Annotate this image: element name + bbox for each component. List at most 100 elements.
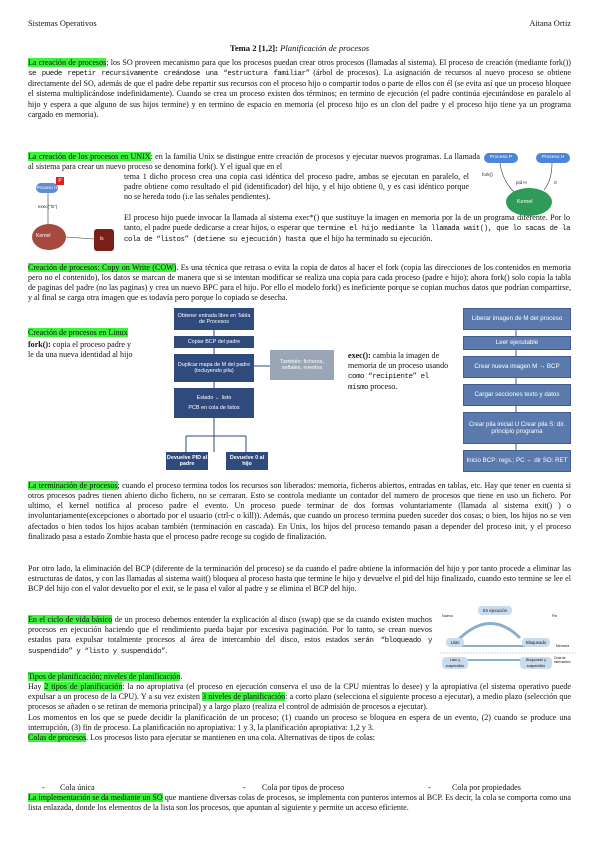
text: que mantiene diversas colas de procesos,… — [28, 793, 571, 813]
paragraph-unix: La creación de los procesos en UNIX: en … — [28, 152, 480, 172]
state-listo-suspendido: Listo y suspendido — [442, 657, 468, 669]
paragraph-linux: Creación de procesos en Linux — [28, 328, 188, 338]
ls-label: ls — [100, 236, 104, 242]
exec-box-pila: Crear pila inicial U Crear pila S: dir. … — [463, 412, 571, 444]
exec-bold: exec(): — [348, 351, 371, 360]
exec-box-cargar: Cargar secciones texto y datos — [463, 384, 571, 406]
text-mono: erán “bloqueado y suspendido” y “listo y… — [28, 637, 432, 657]
title-bold: Tema 2 [1,2]: — [229, 43, 279, 53]
kernel-label: Kernel — [36, 233, 51, 239]
text-mono: termine el hijo mediante la llamada wait… — [124, 225, 570, 245]
highlight-unix: La creación de los procesos en UNIX — [28, 152, 151, 161]
text: Hay — [28, 682, 45, 692]
text-mono: como “recipiente” el mismo — [348, 373, 429, 393]
text-mono: se puede repetir recursivamente creándos… — [28, 70, 310, 79]
exec-box-inicio: Inicio BCP: regs.; PC ← dir SO: RET — [463, 450, 571, 472]
ls-icon — [94, 229, 114, 251]
paragraph-cow: Creación de procesos: Copy on Write (COW… — [28, 263, 571, 304]
figure-fork-kernel: Proceso P Proceso H fork() pid H 0 Kerne… — [480, 150, 576, 218]
text: proceso. — [368, 382, 398, 392]
paragraph-eliminacion: Por otro lado, la eliminación del BCP (d… — [28, 564, 571, 594]
text: . — [180, 672, 183, 681]
page-header: Sistemas Operativos Aitana Ortiz — [28, 19, 571, 28]
text: de un proceso debemos entender la explic… — [28, 615, 432, 645]
figure-exec-flow: Liberar imagen de M del proceso Leer eje… — [463, 308, 573, 478]
exec-label: exec("ls") — [38, 204, 58, 209]
highlight-creacion: La creación de procesos — [28, 58, 107, 67]
paragraph-exec: exec(): cambia la imagen de memoria de u… — [348, 351, 450, 394]
highlight-ciclo: En el ciclo de vida básico — [28, 615, 113, 624]
bullet: - — [42, 783, 45, 792]
text: . Los procesos listo para ejecutar se ma… — [86, 732, 376, 742]
exec-arrows-icon — [515, 329, 517, 450]
state-arrows-icon — [440, 622, 576, 661]
highlight-linux: Creación de procesos en Linux — [28, 328, 128, 337]
highlight-planificacion: Tipos de planificación; niveles de plani… — [28, 672, 181, 681]
text: : en la familia Unix se distingue entre … — [28, 152, 481, 172]
highlight-terminacion: La terminación de procesos — [28, 481, 118, 490]
fork-bold: fork(): — [28, 340, 51, 349]
flow-box-tambien: También: ficheros, señales, eventos — [270, 350, 334, 380]
paragraph-ciclo-vida: En el ciclo de vida básico de un proceso… — [28, 615, 432, 658]
text: : la no apropiativa (el proceso en ejecu… — [28, 682, 571, 702]
text: ; cuando el proceso termina todos los re… — [28, 481, 571, 541]
arrows-icon — [499, 162, 553, 193]
bullet: - — [243, 783, 246, 792]
flow-box-entrada: Obtener entrada libre en Tabla de Proces… — [174, 308, 254, 330]
title-italic: Planificación de procesos — [280, 43, 370, 53]
zero-label: 0 — [554, 180, 557, 185]
highlight-niveles: 3 niveles de planificación — [202, 692, 286, 702]
proceso-h-pill: Proceso H — [536, 153, 570, 163]
state-bloqueado-suspendido: Bloqueado y suspendido — [520, 657, 552, 669]
text: . Es una técnica que retrasa o evita la … — [28, 263, 571, 303]
kernel-disk-icon — [506, 188, 552, 216]
exec-box-leer: Leer ejecutable — [463, 336, 571, 350]
label-fin: Fin — [552, 614, 558, 618]
paragraph-unix-c: El proceso hijo puede invocar la llamada… — [124, 213, 570, 245]
header-right: Aitana Ortiz — [529, 19, 571, 28]
arrows-icon — [47, 193, 95, 240]
header-left: Sistemas Operativos — [28, 19, 97, 28]
paragraph-implementacion: La implementación se da mediante un SO q… — [28, 793, 571, 813]
flow-box-copiar-bcp: Copiar BCP del padre — [174, 336, 254, 348]
paragraph-terminacion: La terminación de procesos; cuando el pr… — [28, 481, 571, 542]
proceso-h-pill: Proceso H — [36, 183, 58, 193]
paragraph-planificacion: Tipos de planificación; niveles de plani… — [28, 672, 571, 743]
text: tema 1 dicho proceso crea una copia casi… — [124, 172, 469, 202]
proceso-p-pill: Proceso P — [484, 153, 518, 163]
highlight-tipos: 2 tipos de planificación — [44, 682, 123, 692]
text: ; los SO proveen mecanismo para que los … — [106, 58, 571, 67]
kernel-disk-icon — [32, 224, 66, 250]
flow-arrows-icon — [185, 330, 270, 452]
text: Por otro lado, la eliminación del BCP (d… — [28, 564, 571, 594]
figure-exec-kernel: Proceso H P exec("ls") Kernel ls — [30, 177, 120, 257]
exec-box-crear-imagen: Crear nueva imagen M → BCP — [463, 356, 571, 378]
paragraph-fork: fork(): copia el proceso padre y le da u… — [28, 340, 138, 360]
pid-label: pid H — [516, 180, 527, 185]
p-badge: P — [56, 177, 64, 185]
text: el hijo ha terminado su ejecución. — [321, 234, 433, 244]
state-ejecucion: En ejecución — [478, 606, 512, 615]
kernel-label: Kernel — [517, 199, 533, 205]
flow-box-devuelve-0: Devuelve 0 al hijo — [226, 452, 268, 470]
fork-label: fork() — [482, 172, 493, 177]
text: Los momentos en los que se puede decidir… — [28, 712, 571, 732]
text: : a corto plazo (selecciona el siguiente… — [28, 692, 571, 712]
highlight-colas: Colas de procesos — [28, 732, 87, 742]
state-listo: Listo — [446, 638, 464, 647]
figure-fork-flow: Obtener entrada libre en Tabla de Proces… — [166, 306, 342, 476]
pcb-label: PCB en cola de listos — [188, 405, 240, 411]
flow-box-estado: Estado ← listo PCB en cola de listos — [174, 388, 254, 418]
list-item: Cola por tipos de proceso — [262, 783, 345, 792]
list-item: Cola por propiedades — [452, 783, 521, 792]
flow-box-duplicar: Duplicar mapa de M del padre (incluyendo… — [174, 354, 254, 382]
paragraph-creacion: La creación de procesos; los SO proveen … — [28, 58, 571, 120]
state-bloqueado: Bloqueado — [522, 638, 550, 647]
text: El proceso hijo puede invocar la llamada… — [124, 213, 570, 233]
list-item: Cola única — [60, 783, 95, 792]
page-title: Tema 2 [1,2]: Planificación de procesos — [0, 43, 599, 53]
text: cambia la imagen de memoria de un proces… — [348, 351, 449, 371]
text: . — [165, 646, 168, 656]
text: (árbol de procesos). La asignación de re… — [28, 68, 571, 119]
